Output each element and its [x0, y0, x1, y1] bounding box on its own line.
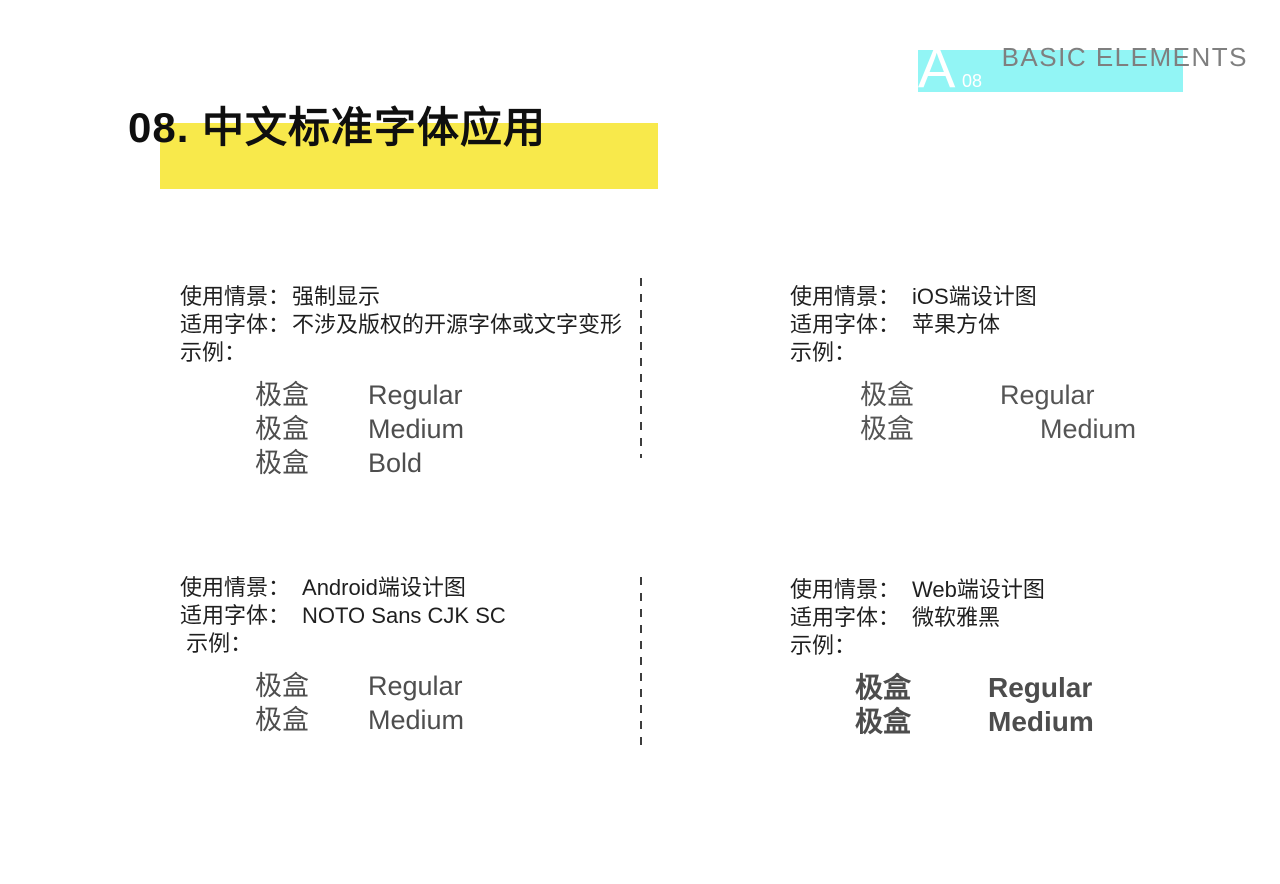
example-glyphs: 极盒	[860, 414, 914, 444]
example-weight-name: Medium	[988, 706, 1094, 737]
info-line: 示例：	[180, 339, 630, 367]
field-value: 不涉及版权的开源字体或文字变形	[292, 312, 623, 337]
example-weight-name: Regular	[368, 380, 463, 410]
field-label: 适用字体：	[790, 605, 901, 630]
field-value: 苹果方体	[912, 312, 1001, 337]
example-weight-name: Medium	[368, 705, 465, 735]
info-block: 使用情景： iOS端设计图适用字体： 苹果方体示例：	[790, 283, 1220, 367]
quadrant-bottom-right: 使用情景： Web端设计图适用字体： 微软雅黑示例： 极盒 Regular 极盒 Medi…	[790, 576, 1220, 737]
field-label: 使用情景：	[180, 284, 291, 309]
page-title: 08. 中文标准字体应用	[128, 104, 547, 151]
info-line: 适用字体：不涉及版权的开源字体或文字变形	[180, 311, 630, 339]
font-example-row: 极盒 Regular	[790, 373, 1220, 410]
example-weight-name: Medium	[368, 414, 465, 444]
examples-block: 极盒 Regular 极盒 Medium 极盒 Bold	[180, 373, 630, 478]
field-label: 示例：	[790, 340, 857, 365]
font-example-row: 极盒 Medium	[180, 698, 630, 735]
info-line: 使用情景： Android端设计图	[180, 574, 630, 602]
info-line: 使用情景： iOS端设计图	[790, 283, 1220, 311]
field-value: iOS端设计图	[912, 284, 1037, 309]
quadrant-top-right: 使用情景： iOS端设计图适用字体： 苹果方体示例： 极盒 Regular 极盒 Medi…	[790, 283, 1220, 444]
field-value: NOTO Sans CJK SC	[302, 603, 506, 628]
example-weight-name: Regular	[368, 671, 463, 701]
example-glyphs: 极盒	[855, 706, 912, 737]
info-line: 示例：	[790, 339, 1220, 367]
font-example-row: 极盒 Regular	[790, 666, 1220, 703]
example-glyphs: 极盒	[255, 448, 309, 478]
field-label: 适用字体：	[180, 603, 291, 628]
examples-block: 极盒 Regular 极盒 Medium	[790, 373, 1220, 444]
example-weight-name: Medium	[1040, 414, 1137, 444]
field-value: 微软雅黑	[912, 605, 1001, 630]
info-line: 示例：	[790, 632, 1220, 660]
example-glyphs: 极盒	[255, 414, 309, 444]
font-example-row: 极盒 Regular	[180, 664, 630, 701]
section-letter: A	[918, 36, 956, 99]
examples-block: 极盒 Regular 极盒 Medium	[180, 664, 630, 735]
font-example-row: 极盒 Medium	[180, 407, 630, 444]
font-example-row: 极盒 Medium	[790, 700, 1220, 737]
field-value: 强制显示	[292, 284, 381, 309]
dashed-divider-top	[640, 278, 642, 458]
header-title: BASIC ELEMENTS	[1001, 42, 1248, 72]
example-glyphs: 极盒	[855, 672, 912, 703]
field-label: 适用字体：	[790, 312, 901, 337]
field-label: 使用情景：	[790, 577, 901, 602]
field-label: 示例：	[790, 633, 857, 658]
quadrant-bottom-left: 使用情景： Android端设计图适用字体： NOTO Sans CJK SC 示例…	[180, 574, 630, 735]
example-weight-name: Bold	[368, 448, 423, 478]
field-label: 示例：	[180, 340, 247, 365]
font-example-row: 极盒 Medium	[790, 407, 1220, 444]
title-highlight	[160, 123, 658, 189]
dashed-divider-bottom	[640, 577, 642, 753]
example-glyphs: 极盒	[860, 380, 914, 410]
field-label: 使用情景：	[180, 575, 291, 600]
examples-block: 极盒 Regular 极盒 Medium	[790, 666, 1220, 737]
field-value: Web端设计图	[912, 577, 1045, 602]
info-line: 使用情景：强制显示	[180, 283, 630, 311]
info-line: 适用字体： 苹果方体	[790, 311, 1220, 339]
field-label: 使用情景：	[790, 284, 901, 309]
example-glyphs: 极盒	[255, 705, 309, 735]
info-block: 使用情景： Android端设计图适用字体： NOTO Sans CJK SC 示例…	[180, 574, 630, 658]
info-block: 使用情景： Web端设计图适用字体： 微软雅黑示例：	[790, 576, 1220, 660]
example-glyphs: 极盒	[255, 380, 309, 410]
example-weight-name: Regular	[988, 672, 1093, 703]
example-glyphs: 极盒	[255, 671, 309, 701]
info-line: 示例：	[180, 630, 630, 658]
info-line: 适用字体： 微软雅黑	[790, 604, 1220, 632]
section-badge-bar: A 08	[918, 40, 1183, 96]
font-example-row: 极盒 Regular	[180, 373, 630, 410]
example-weight-name: Regular	[1000, 380, 1095, 410]
info-line: 适用字体： NOTO Sans CJK SC	[180, 602, 630, 630]
field-label: 适用字体：	[180, 312, 291, 337]
field-label: 示例：	[180, 631, 253, 656]
info-line: 使用情景： Web端设计图	[790, 576, 1220, 604]
font-example-row: 极盒 Bold	[180, 441, 630, 478]
info-block: 使用情景：强制显示适用字体：不涉及版权的开源字体或文字变形示例：	[180, 283, 630, 367]
field-value: Android端设计图	[302, 575, 466, 600]
section-number: 08	[962, 71, 983, 91]
